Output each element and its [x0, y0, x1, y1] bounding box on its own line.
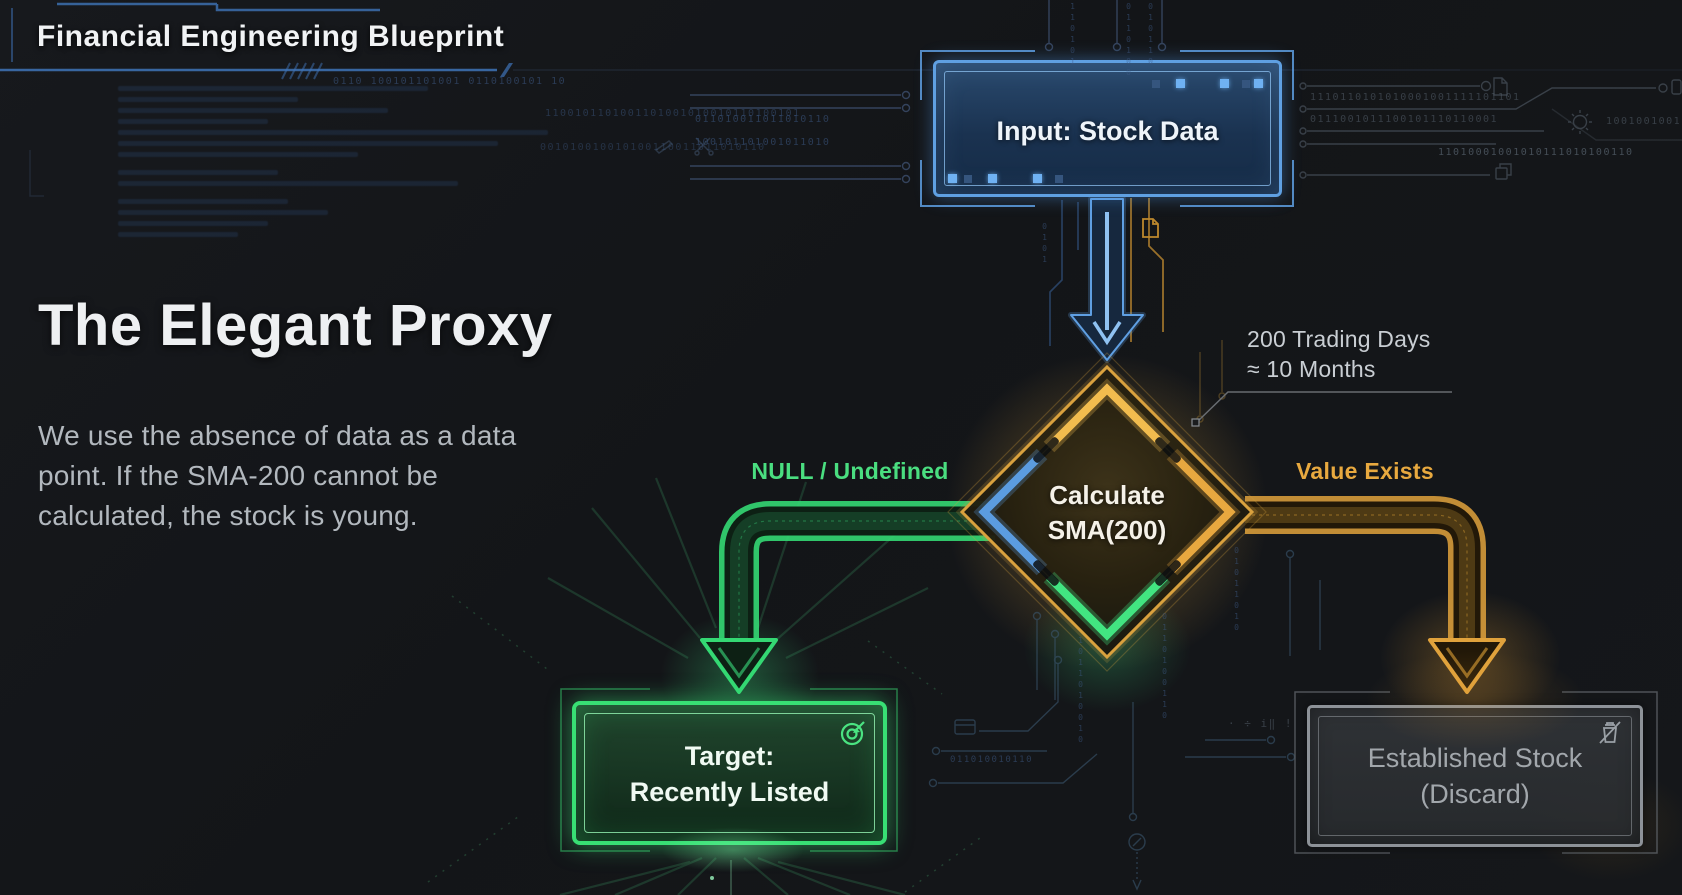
flow-arrow-input-to-decision: [1068, 196, 1146, 363]
target-label-line1: Target:: [684, 741, 775, 771]
target-rays: [547, 477, 929, 895]
annotation-line-2: ≈ 10 Months: [1247, 356, 1376, 382]
binary-input-left-2: 100101101001011010: [695, 137, 831, 148]
binary-mid-col-1: 1011010010: [1076, 636, 1085, 746]
input-node: Input: Stock Data: [933, 60, 1282, 197]
file-icon: [1493, 77, 1508, 96]
blue-traces: [1049, 200, 1079, 346]
target-label-line2: Recently Listed: [629, 777, 830, 807]
discard-label-line1: Established Stock: [1367, 743, 1583, 773]
copy-icon: [1495, 163, 1512, 180]
section-heading: The Elegant Proxy: [38, 293, 553, 358]
input-node-label: Input: Stock Data: [996, 116, 1219, 146]
intro-line-2: point. If the SMA-200 cannot be: [38, 460, 439, 491]
binary-right-3: 11010001001010111010100110: [1438, 147, 1634, 158]
target-brackets: [560, 688, 898, 852]
binary-input-left-1: 011010011011010110: [695, 114, 831, 125]
binary-mid-col-3: 01011010: [1232, 546, 1241, 634]
target-node: Target: Recently Listed: [572, 701, 887, 845]
decision-diamond: [947, 352, 1267, 672]
discard-node-label: Established Stock (Discard): [1310, 740, 1640, 812]
dotted-diagonals: [427, 595, 981, 893]
branch-pipe-null: [700, 501, 995, 694]
decision-label-line2: SMA(200): [1047, 515, 1167, 545]
binary-right-4: 100100100110: [1606, 116, 1682, 127]
discard-label-line2: (Discard): [1420, 779, 1530, 809]
pen-icon: [654, 140, 674, 154]
page-title: Financial Engineering Blueprint: [37, 20, 505, 53]
circuit-left-of-input: [690, 90, 911, 184]
binary-mid-left-1: 1100101101001101001010010110100101: [545, 108, 801, 119]
decision-label-line1: Calculate: [1049, 480, 1165, 510]
intro-line-3: calculated, the stock is young.: [38, 500, 418, 531]
branch-pipe-value: [1245, 496, 1506, 694]
glyph-string: · ÷ i‖ !: [1228, 717, 1293, 730]
input-brackets: [920, 50, 1294, 207]
binary-mid-col-2: 0110100110: [1160, 612, 1169, 722]
scissors-icon: [694, 137, 714, 156]
annotation-callout: [1191, 391, 1452, 427]
compass-icon: [1128, 833, 1146, 891]
title-underline-decor: [0, 2, 1682, 197]
binary-right-2: 0111001011100101110110001: [1310, 114, 1499, 125]
circuit-right-of-input: [1299, 77, 1682, 180]
discard-node: Established Stock (Discard): [1307, 705, 1643, 847]
card-icon: [954, 719, 976, 735]
binary-top-col-3: 010110: [1146, 2, 1155, 68]
circuit-above-input: [1044, 0, 1167, 52]
binary-under-title: 0110 100101101001 0110100101 10: [333, 76, 567, 87]
binary-arrow-col: 0101: [1040, 222, 1049, 266]
target-icon: [840, 721, 865, 746]
binary-right-1: 1110110101010001001111101101: [1310, 92, 1521, 103]
binary-top-col-1: 110101: [1068, 2, 1077, 68]
gold-stub-traces: [1196, 340, 1226, 423]
circuit-bottom-middle: [928, 549, 1321, 891]
branch-label-value: Value Exists: [1296, 458, 1434, 484]
binary-top-col-2: 0110100: [1124, 2, 1133, 79]
binary-mid-left-2: 001010010010100110011011010110: [540, 142, 766, 153]
document-icon: [1142, 218, 1159, 238]
branch-label-null: NULL / Undefined: [751, 458, 949, 484]
binary-bottom: 011010010110: [950, 755, 1034, 765]
gear-icon: [1568, 110, 1592, 134]
trash-slash-icon: [1599, 721, 1621, 744]
annotation-line-1: 200 Trading Days: [1247, 326, 1431, 352]
target-node-label: Target: Recently Listed: [576, 738, 883, 810]
discard-brackets: [1294, 691, 1658, 854]
intro-line-1: We use the absence of data as a data: [38, 420, 517, 451]
decision-node-label: Calculate SMA(200): [997, 478, 1217, 548]
